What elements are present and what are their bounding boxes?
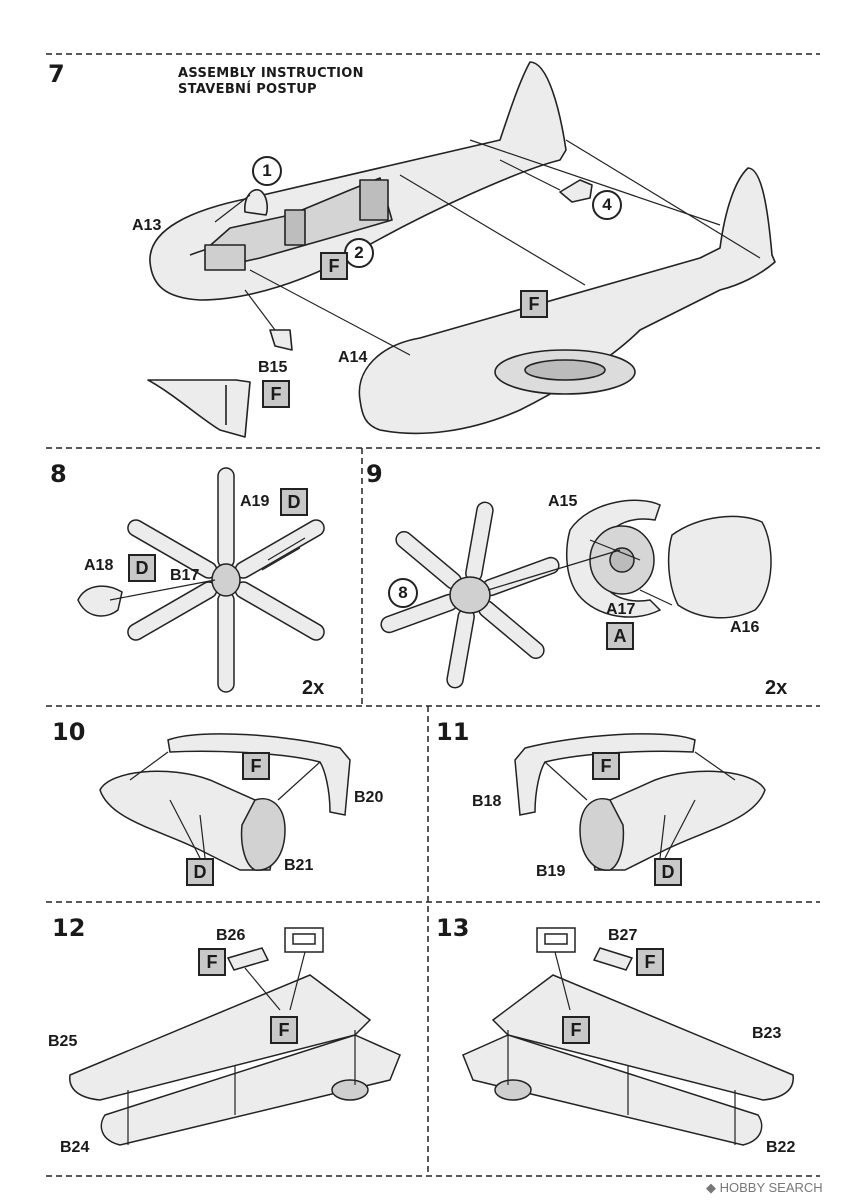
callout-4: 4 xyxy=(592,190,622,220)
badge-d-step10: D xyxy=(186,858,214,886)
label-a13: A13 xyxy=(132,217,162,234)
badge-d-step11: D xyxy=(654,858,682,886)
part-1-canopy xyxy=(244,188,268,216)
badge-f-wing12: F xyxy=(270,1016,298,1044)
label-a15: A15 xyxy=(548,493,578,510)
detail-box-b27 xyxy=(536,927,576,953)
step-number-10: 10 xyxy=(52,718,86,746)
prop-assembly xyxy=(449,576,491,614)
wing-lower-b24 xyxy=(100,1034,401,1146)
callout-8: 8 xyxy=(388,578,418,608)
badge-f-wing13: F xyxy=(562,1016,590,1044)
wing-upper-b23 xyxy=(491,974,794,1101)
badge-f-b15: F xyxy=(262,380,290,408)
label-b27: B27 xyxy=(608,927,638,944)
badge-d-a18: D xyxy=(128,554,156,582)
label-b19: B19 xyxy=(536,863,566,880)
label-b26: B26 xyxy=(216,927,246,944)
step-number-13: 13 xyxy=(436,914,470,942)
part-b18 xyxy=(514,733,696,816)
step-number-8: 8 xyxy=(50,460,67,488)
badge-f-cockpit: F xyxy=(320,252,348,280)
part-b27 xyxy=(592,947,634,971)
label-b18: B18 xyxy=(472,793,502,810)
part-b20 xyxy=(167,733,351,816)
part-b15 xyxy=(147,379,251,438)
part-b26 xyxy=(226,947,270,971)
header-title: ASSEMBLY INSTRUCTION STAVEBNÍ POSTUP xyxy=(178,66,364,98)
cowl-a16 xyxy=(667,515,772,619)
label-b24: B24 xyxy=(60,1139,90,1156)
header-line-2: STAVEBNÍ POSTUP xyxy=(178,82,317,97)
step-number-12: 12 xyxy=(52,914,86,942)
spinner-a18 xyxy=(77,585,123,617)
part-4 xyxy=(559,179,593,203)
step-number-9: 9 xyxy=(366,460,383,488)
header-line-1: ASSEMBLY INSTRUCTION xyxy=(178,66,364,81)
label-a16: A16 xyxy=(730,619,760,636)
fuselage-half-a14 xyxy=(358,167,776,435)
label-b15: B15 xyxy=(258,359,288,376)
part-b21 xyxy=(240,798,286,871)
label-a17: A17 xyxy=(606,601,636,618)
label-b21: B21 xyxy=(284,857,314,874)
label-a19: A19 xyxy=(240,493,270,510)
label-b22: B22 xyxy=(766,1139,796,1156)
badge-f-step11: F xyxy=(592,752,620,780)
step-number-11: 11 xyxy=(436,718,470,746)
badge-f-b27: F xyxy=(636,948,664,976)
badge-a: A xyxy=(606,622,634,650)
quantity-step8: 2x xyxy=(302,677,325,699)
label-b17: B17 xyxy=(170,567,200,584)
watermark-logo-icon: ◆ xyxy=(706,1180,716,1195)
watermark-text: HOBBY SEARCH xyxy=(719,1180,823,1195)
watermark: ◆ HOBBY SEARCH xyxy=(706,1180,823,1196)
wing-upper-b25 xyxy=(69,974,372,1101)
badge-d-a19: D xyxy=(280,488,308,516)
badge-f-b26: F xyxy=(198,948,226,976)
label-a18: A18 xyxy=(84,557,114,574)
label-b20: B20 xyxy=(354,789,384,806)
step-number-7: 7 xyxy=(48,60,65,88)
quantity-step9: 2x xyxy=(765,677,788,699)
wing-lower-b22 xyxy=(462,1034,763,1146)
badge-f-step10: F xyxy=(242,752,270,780)
callout-1: 1 xyxy=(252,156,282,186)
part-b19 xyxy=(579,798,625,871)
badge-f-fuselage: F xyxy=(520,290,548,318)
label-b23: B23 xyxy=(752,1025,782,1042)
label-b25: B25 xyxy=(48,1033,78,1050)
label-a14: A14 xyxy=(338,349,368,366)
